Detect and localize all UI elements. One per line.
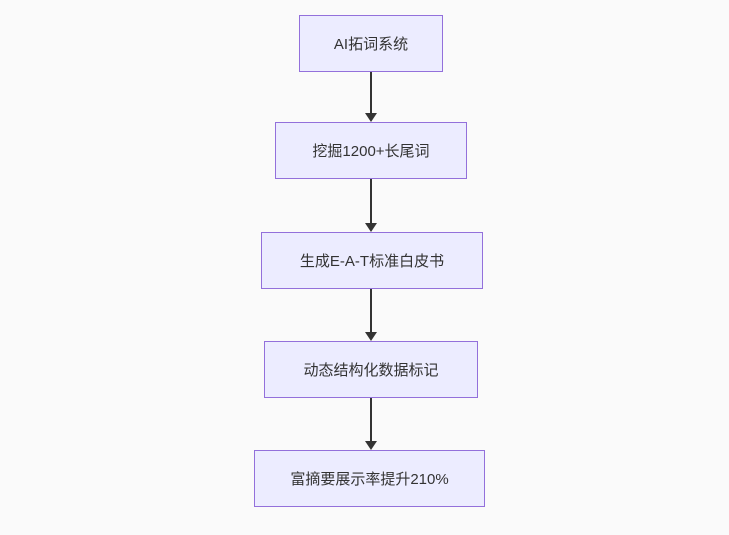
arrow-line <box>370 289 372 332</box>
flow-node-label: AI拓词系统 <box>333 36 409 53</box>
flow-node: 动态结构化数据标记 <box>264 341 478 398</box>
flow-node: 生成E-A-T标准白皮书 <box>261 232 483 289</box>
flow-edge <box>365 289 377 341</box>
arrow-line <box>370 72 372 113</box>
flow-node: 挖掘1200+长尾词 <box>275 122 467 179</box>
arrow-down-icon <box>365 332 377 341</box>
arrow-line <box>370 398 372 441</box>
flow-node-label: 生成E-A-T标准白皮书 <box>299 253 445 270</box>
flow-node-label: 富摘要展示率提升210% <box>290 471 449 488</box>
flow-node: 富摘要展示率提升210% <box>254 450 485 507</box>
flow-edge <box>365 398 377 450</box>
arrow-down-icon <box>365 113 377 122</box>
flow-node-label: 动态结构化数据标记 <box>303 362 439 379</box>
flow-edge <box>365 72 377 122</box>
flow-node: AI拓词系统 <box>299 15 443 72</box>
arrow-down-icon <box>365 441 377 450</box>
arrow-line <box>370 179 372 223</box>
arrow-down-icon <box>365 223 377 232</box>
flow-node-label: 挖掘1200+长尾词 <box>312 143 430 160</box>
flow-edge <box>365 179 377 232</box>
